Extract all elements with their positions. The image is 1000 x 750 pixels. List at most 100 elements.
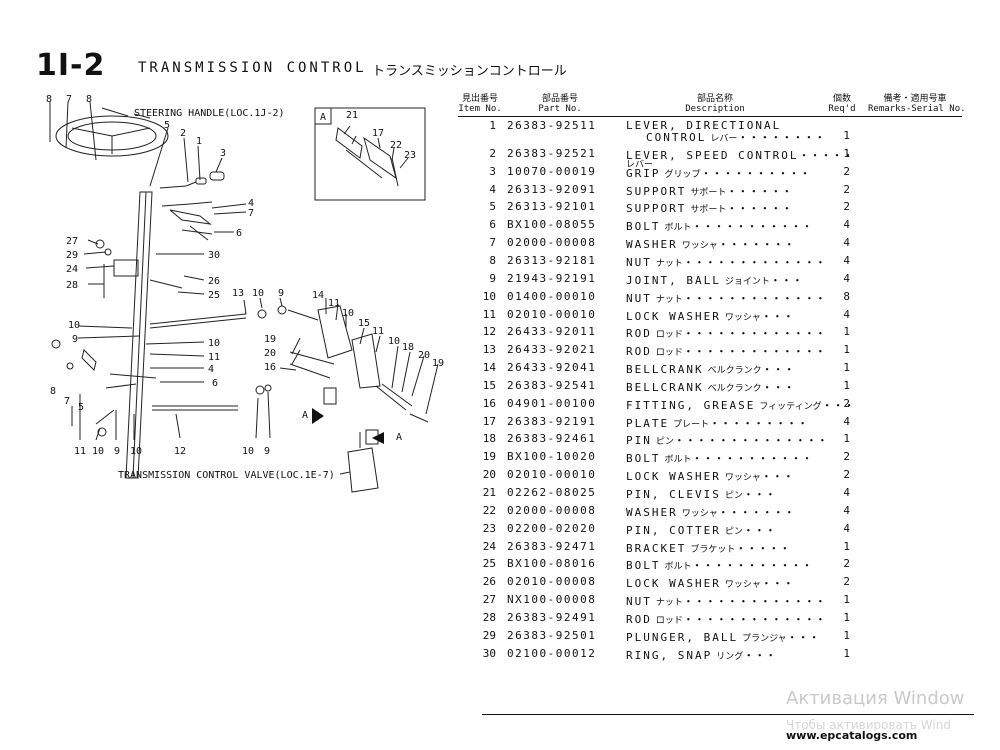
item-number: 2 (489, 146, 496, 160)
part-number: 26383-92461 (507, 432, 597, 446)
inset-label: A (320, 112, 326, 123)
leader-dots: ・・・・・・・・・・・・・・ (673, 434, 828, 448)
item-number: 16 (482, 396, 496, 410)
description-text: RING, SNAP (626, 648, 713, 662)
leader-dots: ・・・ (760, 470, 794, 484)
quantity: 2 (843, 182, 850, 196)
part-number: 02262-08025 (507, 486, 597, 499)
description-text: PIN, CLEVIS (626, 488, 721, 501)
callout: 9 (72, 334, 78, 345)
item-number: 5 (489, 200, 496, 214)
quantity: 1 (843, 539, 850, 553)
description-jp: ロッド (655, 615, 683, 626)
description-text: PIN, COTTER (626, 523, 721, 537)
steering-column (125, 191, 153, 479)
part-number: 26383-92191 (507, 414, 597, 428)
part-number: 01400-00010 (507, 289, 597, 303)
callout: 10 (130, 446, 142, 457)
quantity: 2 (843, 468, 850, 482)
description-text: BELLCRANK (626, 380, 704, 394)
callout: 5 (164, 120, 170, 131)
description-jp: ナット (655, 258, 683, 269)
callout: 20 (418, 350, 430, 361)
callout: 10 (252, 288, 264, 299)
part-number: 02010-00010 (507, 468, 597, 482)
col-qty-header: 個数 Req'd (828, 94, 856, 114)
grip-3 (209, 171, 225, 181)
part-number: 26433-92041 (507, 361, 597, 375)
section-code: 1I-2 (36, 48, 106, 83)
quantity: 2 (843, 575, 850, 589)
callout: 30 (208, 250, 220, 261)
col-desc-header: 部品名称 Description (685, 94, 745, 114)
callout: 25 (208, 290, 220, 301)
description-text: BOLT (626, 559, 661, 573)
leader-dots: ・・・・・・・・ (737, 131, 826, 144)
callout: 27 (66, 236, 78, 247)
item-number: 21 (482, 486, 496, 499)
part-number: 10070-00019 (507, 164, 597, 178)
leader-dots: ・・・・・・・・・・・・・ (682, 291, 826, 305)
callout: 23 (404, 150, 416, 161)
description-jp: ジョイント (724, 276, 770, 287)
quantity: 2 (843, 396, 850, 410)
description-jp: ワッシャ (681, 241, 718, 252)
item-number: 13 (482, 343, 496, 357)
section-arrows (312, 408, 384, 444)
item-number: 27 (482, 593, 496, 607)
description-text: BRACKET (626, 541, 687, 555)
item-number: 1 (489, 119, 496, 132)
part-number: BX100-10020 (507, 450, 597, 464)
description-jp: ブラケット (690, 544, 736, 555)
part-number: 02010-00010 (507, 307, 597, 321)
description-text: PIN (626, 434, 652, 448)
col-remarks-header: 備考・適用号車 Remarks-Serial No. (868, 94, 966, 114)
callout: 7 (66, 94, 72, 105)
description-jp: ピン (724, 491, 743, 501)
quantity: 4 (843, 503, 850, 517)
callout: 12 (174, 446, 186, 457)
quantity: 1 (843, 628, 850, 642)
callout: 10 (342, 308, 354, 319)
item-number: 14 (482, 361, 496, 375)
part-number: 21943-92191 (507, 271, 597, 285)
callout: 28 (66, 280, 78, 291)
callout-numbers: 8 7 8 5 2 1 3 4 7 6 27 29 24 28 30 26 25… (46, 94, 444, 457)
item-number: 19 (482, 450, 496, 464)
description-text: JOINT, BALL (626, 273, 721, 287)
part-description: LEVER, DIRECTIONAL (626, 119, 781, 132)
quantity: 4 (843, 236, 850, 250)
diagram-lines (49, 101, 439, 493)
part-number: 26383-92501 (507, 628, 597, 642)
description-jp: ピン (655, 437, 674, 448)
footer-url: www.epcatalogs.com (786, 729, 918, 742)
callout: 11 (372, 326, 384, 337)
callout: 11 (74, 446, 86, 457)
callout: 9 (264, 446, 270, 457)
quantity: 8 (843, 289, 850, 303)
quantity: 1 (843, 432, 850, 446)
description-jp: リング (716, 651, 744, 662)
callout: 9 (278, 288, 284, 299)
leader-dots: ・・・・・・・・・ (709, 416, 809, 430)
leader-dots: ・・・・・ (798, 148, 854, 162)
